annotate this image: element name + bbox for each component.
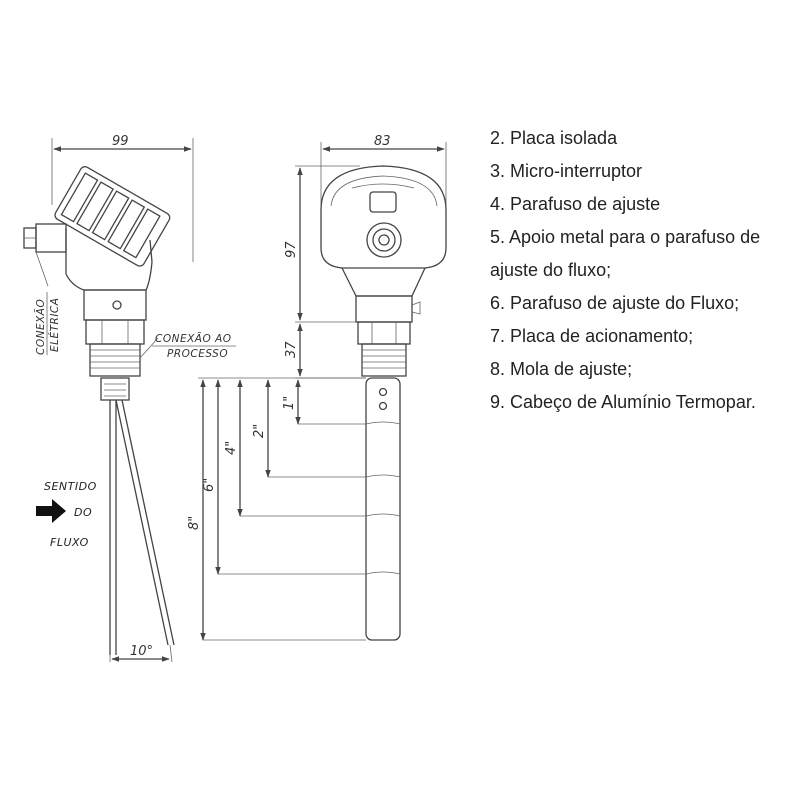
arrow-right-icon <box>36 499 66 523</box>
dim-height-97: 97 <box>284 241 299 258</box>
legend-item-5-cont: ajuste do fluxo; <box>490 260 612 280</box>
label-conexao-processo-2: PROCESSO <box>167 348 228 360</box>
legend-item-9: 9. Cabeço de Alumínio Termopar. <box>490 392 756 412</box>
legend-item-7: 7. Placa de acionamento; <box>490 326 694 346</box>
label-sentido: SENTIDO <box>44 480 97 493</box>
legend-item-4: 4. Parafuso de ajuste <box>490 194 661 214</box>
label-conexao-processo-1: CONEXÃO AO <box>155 332 232 345</box>
legend-item-5: 5. Apoio metal para o parafuso de <box>490 227 761 247</box>
dim-height-37: 37 <box>284 341 299 358</box>
dim-width-83: 83 <box>374 134 391 149</box>
legend-item-8: 8. Mola de ajuste; <box>490 359 633 379</box>
legend-item-2: 2. Placa isolada <box>490 128 618 148</box>
label-do: DO <box>74 506 92 519</box>
dim-length-4in: 4" <box>224 441 239 455</box>
legend-item-3: 3. Micro-interruptor <box>490 161 643 181</box>
dim-length-6in: 6" <box>202 478 217 492</box>
dim-length-1in: 1" <box>282 396 297 410</box>
side-head <box>54 166 171 267</box>
dim-length-8in: 8" <box>187 516 202 530</box>
legend-list: 2. Placa isolada 3. Micro-interruptor 4.… <box>490 122 790 419</box>
dim-width-99: 99 <box>112 134 129 149</box>
legend-item-6: 6. Parafuso de ajuste do Fluxo; <box>490 293 740 313</box>
dim-length-2in: 2" <box>252 424 267 438</box>
label-fluxo: FLUXO <box>50 536 89 549</box>
front-view: 83 9 <box>187 134 447 641</box>
side-view: 99 <box>23 134 236 663</box>
label-conexao-eletrica-2: ELÉTRICA <box>48 298 61 352</box>
label-conexao-eletrica-1: CONEXÃO <box>34 299 47 355</box>
dim-angle-10: 10° <box>130 644 153 659</box>
